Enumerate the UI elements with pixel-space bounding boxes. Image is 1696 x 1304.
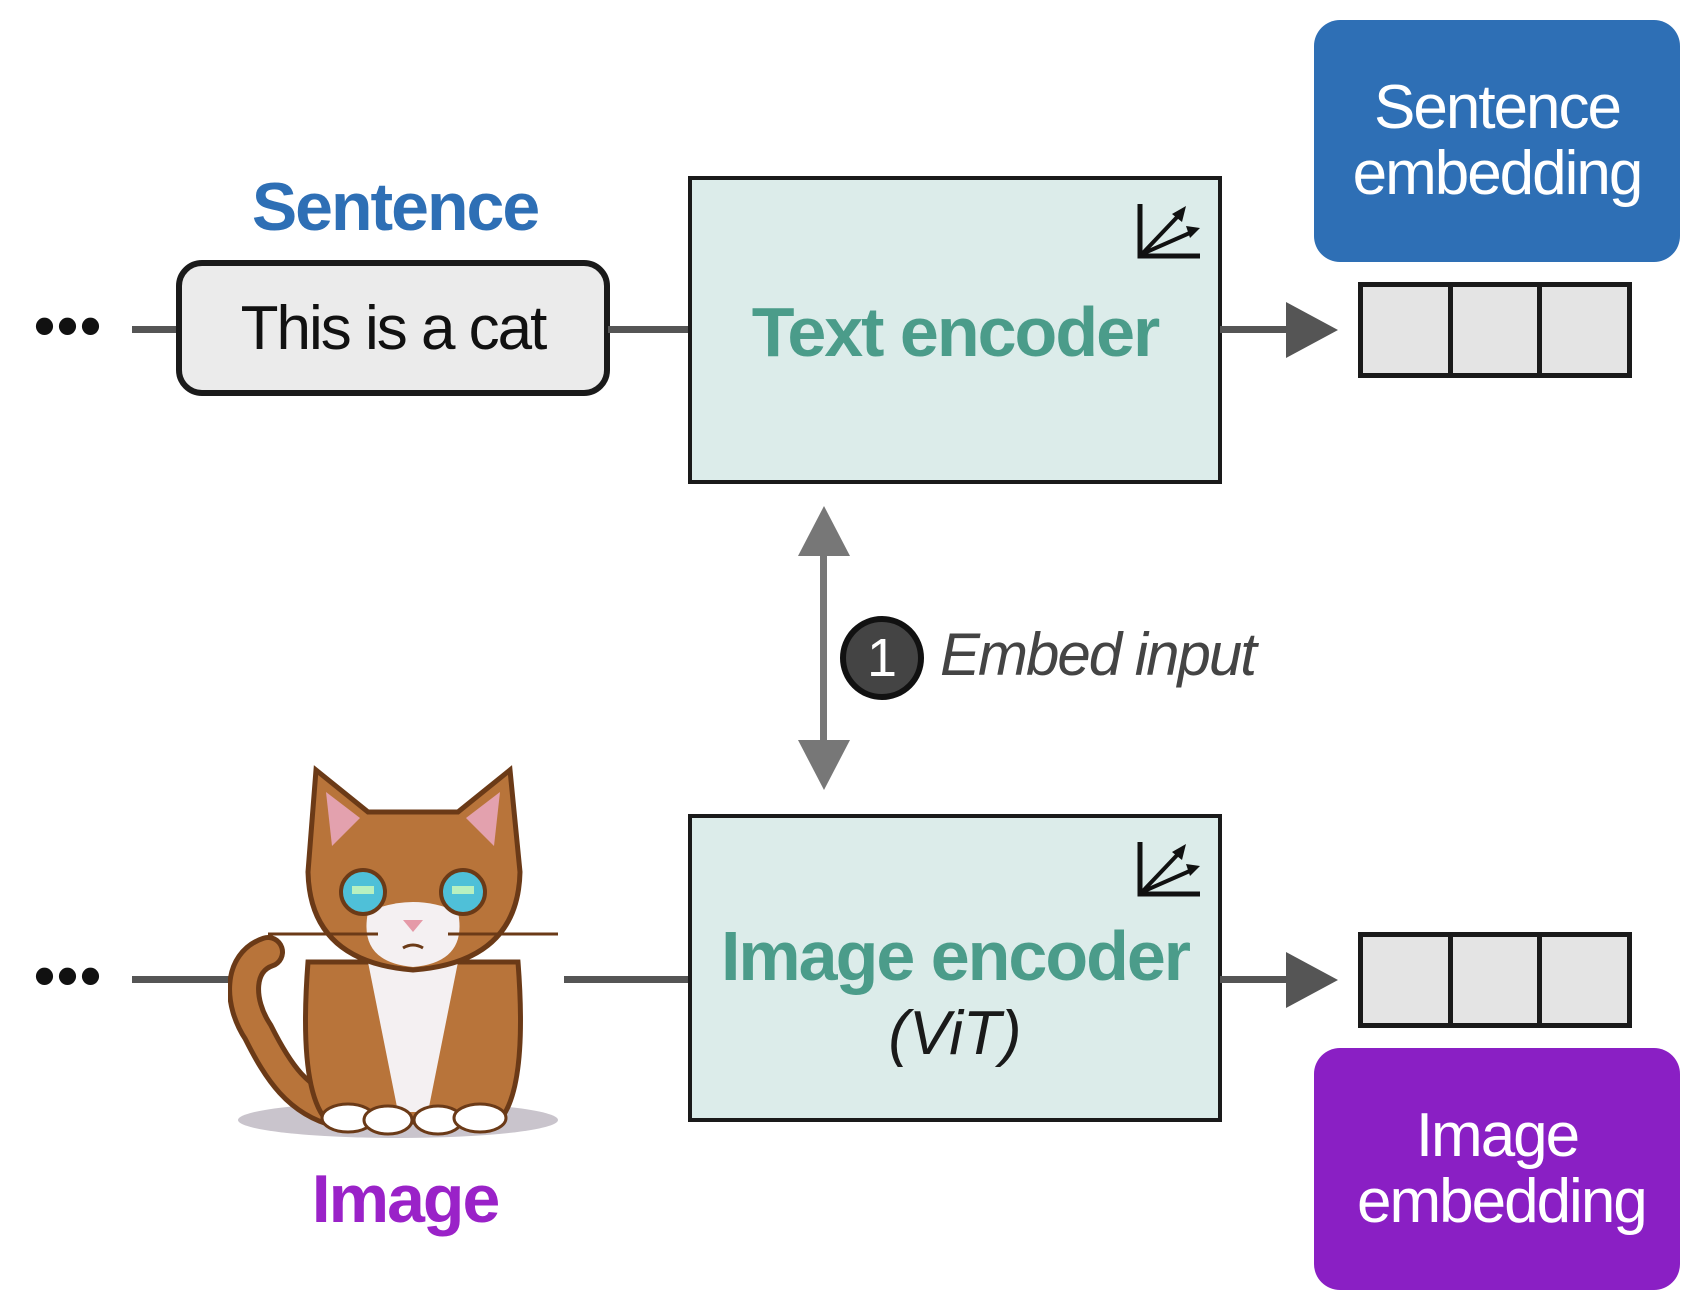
arrow-down-head (798, 740, 850, 790)
text-output-arrowhead (1286, 302, 1338, 358)
vector-cell (1363, 287, 1453, 373)
image-encoder-box: Image encoder (ViT) (688, 814, 1222, 1122)
sentence-embedding-text: Sentence embedding (1352, 73, 1644, 208)
vector-cell (1542, 287, 1628, 373)
sentence-embedding-label: Sentence embedding (1314, 20, 1680, 262)
sentence-input-text: This is a cat (240, 293, 548, 363)
image-output-arrowhead (1286, 952, 1338, 1008)
vector-axes-icon (1137, 204, 1200, 259)
bidirectional-arrow-shaft (820, 552, 827, 752)
sentence-connector-left (132, 326, 180, 333)
image-output-line (1220, 976, 1290, 983)
sentence-ellipsis: ••• (34, 292, 104, 359)
image-embedding-text: Image embedding (1357, 1101, 1648, 1236)
text-encoder-box: Text encoder (688, 176, 1222, 484)
vector-cell (1542, 937, 1628, 1023)
image-connector-left (132, 976, 242, 983)
vector-cell (1363, 937, 1453, 1023)
image-connector-right (564, 976, 690, 983)
image-embedding-label: Image embedding (1314, 1048, 1680, 1290)
vector-cell (1452, 287, 1543, 373)
step-number: 1 (866, 628, 898, 688)
image-encoder-title: Image encoder (720, 917, 1191, 995)
sentence-input-box: This is a cat (176, 260, 610, 396)
sentence-embedding-vector (1358, 282, 1632, 378)
vector-axes-icon (1137, 842, 1200, 897)
sentence-connector-right (608, 326, 690, 333)
text-encoder-title: Text encoder (751, 293, 1161, 371)
cat-image (228, 765, 558, 1138)
text-output-line (1220, 326, 1290, 333)
image-label: Image (311, 1161, 501, 1237)
arrow-up-head (798, 506, 850, 556)
step-number-badge: 1 (840, 616, 924, 700)
sentence-label: Sentence (251, 169, 540, 245)
image-embedding-vector (1358, 932, 1632, 1028)
vector-cell (1452, 937, 1543, 1023)
image-ellipsis: ••• (34, 942, 104, 1009)
image-encoder-subtitle: (ViT) (888, 999, 1022, 1068)
step-label: Embed input (940, 621, 1257, 688)
